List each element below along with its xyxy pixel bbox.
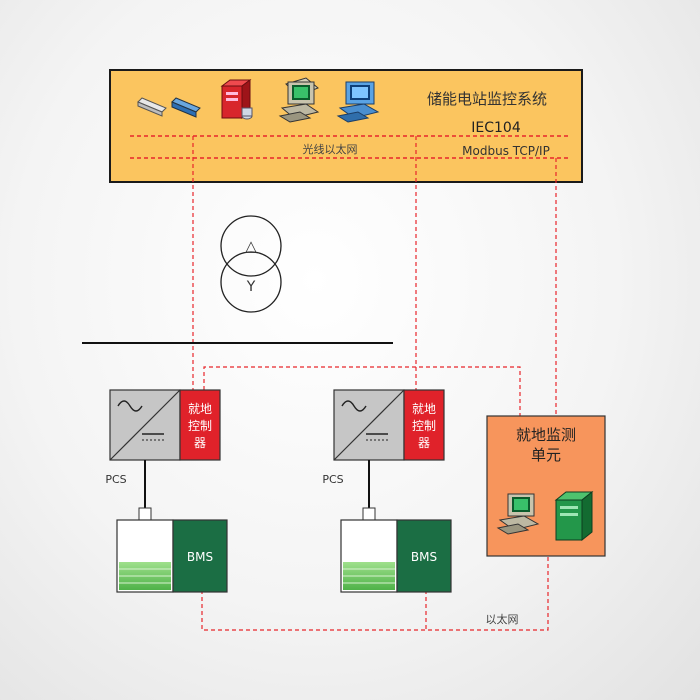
local-monitor-title-line1: 就地监测 xyxy=(516,426,576,444)
workstation-icon xyxy=(278,77,320,123)
bms-box xyxy=(172,519,228,593)
pcs-unit-2: 就地 控制 器 PCS BMS xyxy=(322,389,452,593)
monitoring-system-title: 储能电站监控系统 xyxy=(427,90,547,108)
workstation-blue-icon xyxy=(336,81,380,123)
bms-label: BMS xyxy=(411,550,437,564)
pcs-label: PCS xyxy=(322,473,343,486)
local-monitoring-unit: 就地监测 单元 xyxy=(486,415,606,557)
workstation-icon xyxy=(496,493,540,535)
local-controller-box xyxy=(179,389,221,461)
local-controller-box xyxy=(403,389,445,461)
wye-symbol: Y xyxy=(246,279,256,295)
server-icon xyxy=(220,79,253,120)
switch-icon xyxy=(137,97,167,117)
delta-symbol: △ xyxy=(245,237,257,255)
network-links xyxy=(192,136,557,631)
controller-label-line1: 就地 xyxy=(188,402,212,416)
ethernet-label: 以太网 xyxy=(486,613,519,626)
controller-label-line2: 控制 xyxy=(188,419,212,433)
controller-label-line2: 控制 xyxy=(412,419,436,433)
local-monitor-title-line2: 单元 xyxy=(531,446,561,464)
iec104-label: IEC104 xyxy=(471,120,521,136)
top-network-bus xyxy=(130,135,570,159)
controller-label-line3: 器 xyxy=(418,436,430,450)
bms-label: BMS xyxy=(187,550,213,564)
transformer-symbol: △ Y xyxy=(220,215,282,313)
pcs-label: PCS xyxy=(105,473,126,486)
fiber-ethernet-label: 光线以太网 xyxy=(303,142,358,156)
modbus-label: Modbus TCP/IP xyxy=(462,144,550,158)
router-icon xyxy=(171,97,201,118)
controller-label-line1: 就地 xyxy=(412,402,436,416)
server-tower-icon xyxy=(554,490,594,542)
pcs-unit-1: 就地 控制 器 PCS BMS xyxy=(105,389,228,593)
controller-label-line3: 器 xyxy=(194,436,206,450)
bms-box xyxy=(396,519,452,593)
